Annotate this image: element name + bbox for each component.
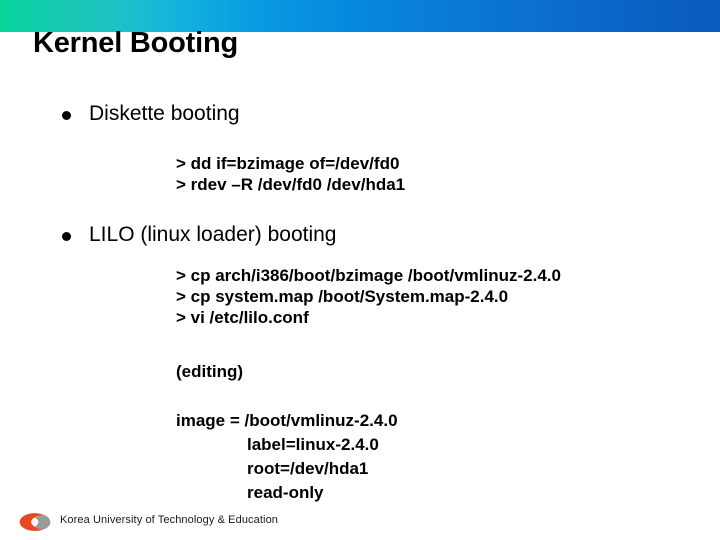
footer-institution-name: Korea University of Technology & Educati… — [60, 514, 279, 526]
bullet-dot-icon — [62, 232, 71, 241]
command-line: > dd if=bzimage of=/dev/fd0 — [176, 154, 400, 173]
kut-logo-icon — [19, 513, 51, 531]
command-line: > cp system.map /boot/System.map-2.4.0 — [176, 287, 509, 306]
editing-note: (editing) — [176, 362, 244, 381]
command-line: > cp arch/i386/boot/bzimage /boot/vmlinu… — [176, 266, 561, 285]
slide-footer: Korea University of Technology & Educati… — [0, 508, 720, 540]
lilo-config-block: image = /boot/vmlinuz-2.4.0 label=linux-… — [176, 409, 398, 505]
page-title: Kernel Booting — [33, 27, 239, 59]
command-line: > rdev –R /dev/fd0 /dev/hda1 — [176, 175, 406, 194]
bullet-item-label: LILO (linux loader) booting — [89, 223, 337, 246]
config-line-read-only: read-only — [247, 483, 324, 502]
header-gradient-banner — [0, 0, 720, 32]
bullet-item-label: Diskette booting — [89, 102, 240, 125]
command-block-lilo: > cp arch/i386/boot/bzimage /boot/vmlinu… — [176, 265, 561, 328]
bullet-dot-icon — [62, 111, 71, 120]
config-line-image: image = /boot/vmlinuz-2.4.0 — [176, 411, 398, 430]
config-line-root: root=/dev/hda1 — [247, 459, 369, 478]
bullet-item-lilo-booting: LILO (linux loader) booting — [62, 222, 336, 248]
config-line-label: label=linux-2.4.0 — [247, 435, 379, 454]
bullet-item-diskette-booting: Diskette booting — [62, 101, 240, 127]
command-block-diskette: > dd if=bzimage of=/dev/fd0 > rdev –R /d… — [176, 153, 405, 195]
command-line: > vi /etc/lilo.conf — [176, 308, 309, 327]
